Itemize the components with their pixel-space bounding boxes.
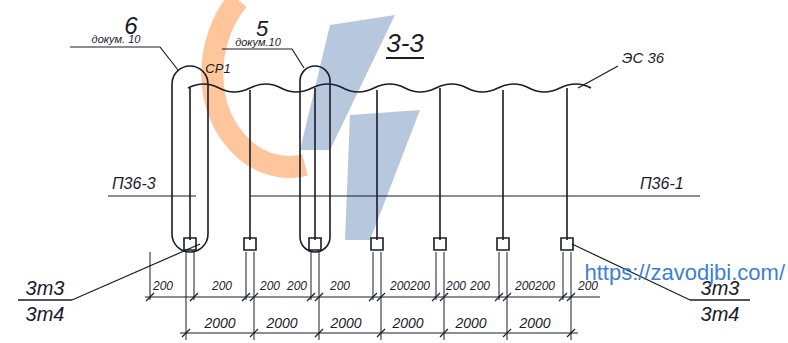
watermark-arc [212,0,305,167]
dimension: 200 [390,280,410,292]
dimension: 2000 [266,316,297,330]
dimension: 2000 [204,316,235,330]
document-ref: докум.10 [235,37,281,48]
loop [300,66,330,252]
dimension: 200 [260,280,280,292]
leader-line [578,66,618,88]
watermark-bolt [345,110,420,240]
leader-line [72,244,200,300]
watermark: https://zavodjbi.com/ [584,262,785,284]
dimension: 200 [212,280,232,292]
dimension: 200 [470,280,490,292]
part-name: ЭС 36 [622,50,664,65]
dimension: 200 [515,280,535,292]
dimension: 2000 [455,316,486,330]
dimension-ticks [182,329,575,337]
dimension: 200 [535,280,555,292]
leader-line [222,49,304,68]
section-title: 3-3 [386,30,424,59]
joint-mark: 3т4 [701,304,740,324]
leader-line [250,195,700,196]
part-name: П36-1 [640,176,684,192]
leader-line [70,47,178,70]
dimension: 2000 [519,316,550,330]
wavy-sheet [188,84,591,92]
joint-mark: 3т3 [26,278,65,298]
posts [190,88,567,240]
dimension: 2000 [330,316,361,330]
joint-mark: 3т4 [26,304,65,324]
document-ref: докум. 10 [92,34,141,45]
dimension-ticks [146,293,575,301]
part-name: СР1 [205,62,230,75]
fraction-bar [18,299,750,301]
leader-line [108,195,196,196]
dimension-line [180,333,578,334]
dimension: 200 [287,280,307,292]
dimension: 200 [410,280,430,292]
part-name: П36-3 [112,176,156,192]
dimension: 200 [446,280,466,292]
dimension: 200 [330,280,350,292]
dimension: 200 [153,280,173,292]
loop [172,66,208,252]
dimension: 2000 [392,316,423,330]
post-heads [184,238,573,250]
